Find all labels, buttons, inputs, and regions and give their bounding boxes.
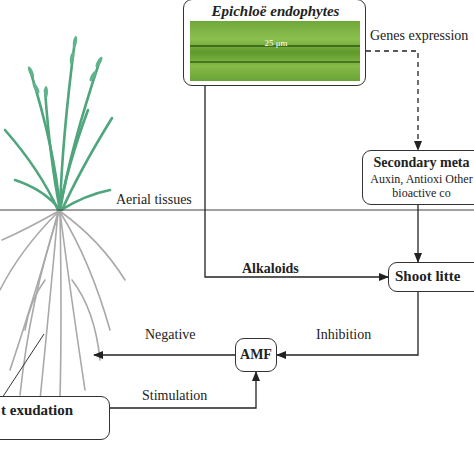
leaf — [60, 40, 75, 210]
endophyte-box: Epichloë endophytes 25 μm — [183, 0, 366, 86]
root — [0, 212, 58, 290]
leaf — [60, 110, 88, 210]
root — [2, 212, 57, 240]
root — [60, 212, 85, 390]
node-body: 25 μm — [246, 38, 306, 48]
leaf — [15, 180, 60, 210]
node-title: Epichloë endophytes — [184, 3, 367, 20]
seed — [44, 86, 48, 98]
process-box: Shoot litte — [388, 262, 474, 292]
root — [40, 212, 58, 400]
grass-leaves — [5, 40, 112, 210]
micrograph-image — [190, 21, 360, 81]
flow-arrow — [205, 86, 388, 277]
edge-label: Genes expression — [370, 28, 468, 44]
seed — [72, 36, 78, 49]
annotation-label: Negative — [145, 327, 196, 343]
root — [72, 280, 100, 360]
edge-label: Inhibition — [316, 327, 371, 343]
node-body: Auxin, Antioxi Other bioactive co — [369, 173, 474, 201]
flow-arrow — [110, 372, 256, 408]
edge-label: Stimulation — [142, 388, 207, 404]
roots — [0, 212, 125, 400]
node-title: Secondary meta — [369, 155, 474, 171]
process-box: Secondary metaAuxin, Antioxi Other bioac… — [362, 150, 474, 205]
seed — [31, 82, 40, 94]
seed — [69, 52, 75, 65]
node-title: t exudation — [1, 402, 107, 419]
seed — [94, 56, 103, 68]
process-box: t exudation — [0, 396, 110, 440]
root — [25, 280, 45, 330]
hypha-line — [190, 61, 360, 63]
soil-line — [0, 210, 474, 211]
leaf — [61, 190, 110, 210]
seed-heads — [27, 36, 104, 98]
root — [60, 212, 110, 330]
edge-label: Alkaloids — [242, 261, 299, 277]
flow-arrow — [277, 292, 418, 355]
seed — [88, 70, 97, 82]
dashed-arrow — [366, 51, 418, 150]
node-title: AMF — [236, 347, 276, 363]
leader-line — [2, 334, 44, 398]
flow-arrow — [417, 205, 418, 262]
annotation-label: Aerial tissues — [116, 192, 192, 208]
root — [61, 212, 125, 280]
seed — [27, 66, 36, 79]
root — [20, 212, 59, 395]
process-box: AMF — [235, 338, 277, 372]
leaf — [45, 90, 60, 210]
negative-arrow — [94, 354, 235, 355]
leaf — [60, 60, 100, 210]
root — [60, 212, 61, 398]
node-title: Shoot litte — [395, 268, 474, 285]
